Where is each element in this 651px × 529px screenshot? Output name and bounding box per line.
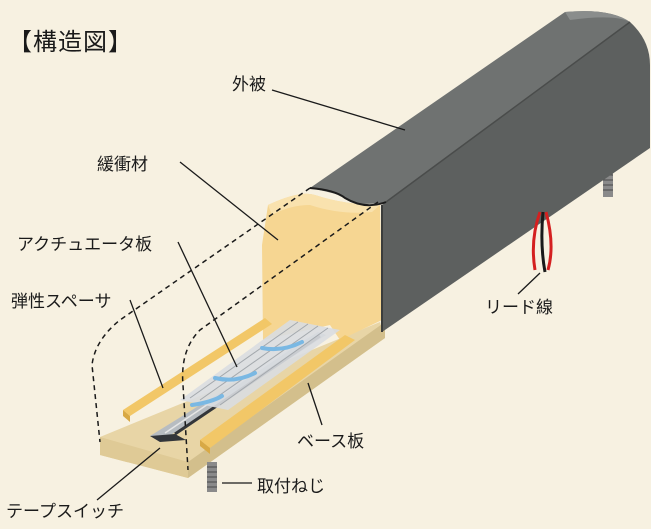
outer-cover	[309, 11, 650, 332]
label-actuator-plate: アクチュエータ板	[17, 235, 153, 255]
elastic-spacers	[123, 318, 355, 454]
diagram-heading: 【構造図】	[8, 28, 133, 56]
label-cushion: 緩衝材	[97, 155, 148, 175]
label-outer-cover: 外被	[232, 75, 266, 95]
front-screw	[207, 462, 217, 492]
cushion-block	[262, 193, 382, 340]
label-base-plate: ベース板	[297, 432, 365, 452]
cover-outline-dashed	[91, 187, 379, 471]
label-elastic-spacer: 弾性スペーサ	[11, 292, 112, 312]
leader-lines	[96, 89, 541, 501]
label-lead-wire: リード線	[485, 298, 553, 318]
lead-wires	[531, 211, 553, 273]
label-tape-switch: テープスイッチ	[6, 502, 124, 522]
label-mounting-screw: 取付ねじ	[257, 477, 325, 497]
actuator-plate	[180, 320, 340, 410]
